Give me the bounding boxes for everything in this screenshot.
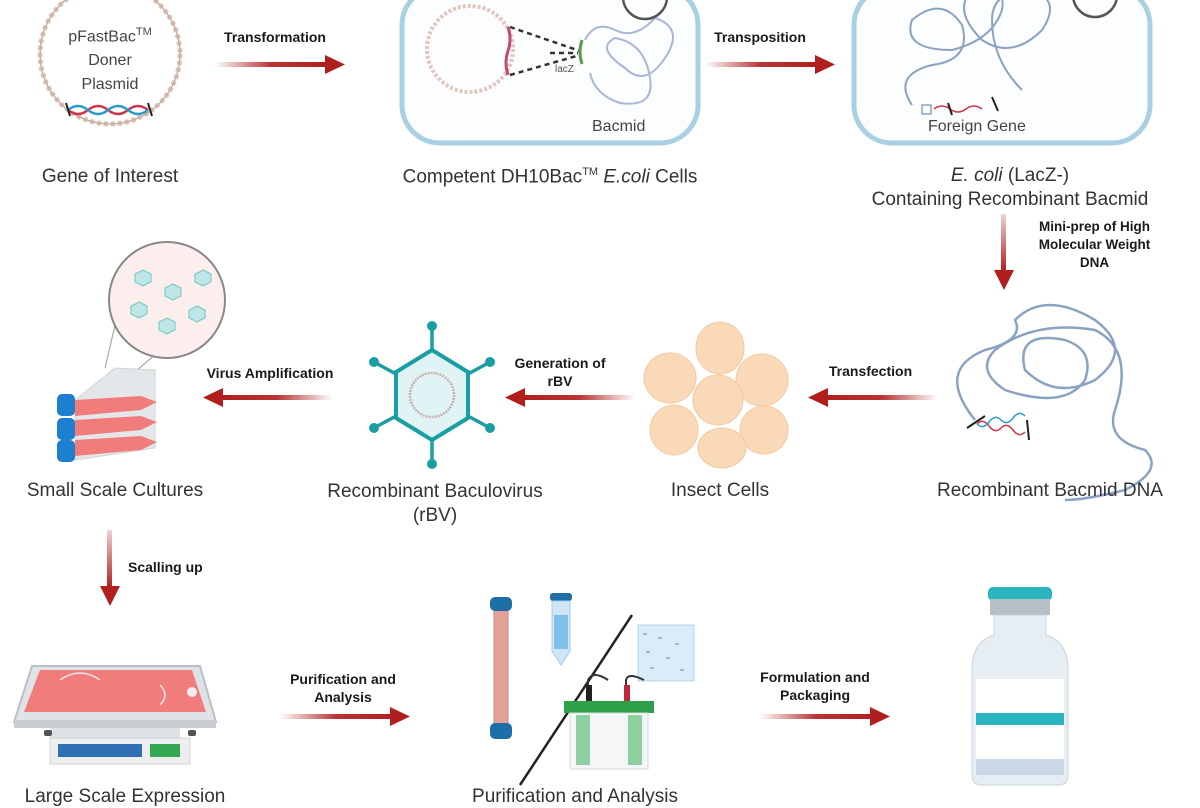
step-generation-rbv: Generation of rBV: [505, 354, 615, 390]
insect-cells-caption: Insect Cells: [670, 480, 770, 501]
gene-of-interest-caption: Gene of Interest: [41, 166, 179, 187]
generation-line2: rBV: [547, 373, 573, 389]
arrow-right-icon: [280, 707, 410, 726]
ecoli-cell-icon: [851, 0, 1153, 146]
caption-italic: E. coli: [950, 165, 1003, 186]
arrow-left-icon: [808, 388, 938, 407]
baculovirus-icon: [369, 321, 495, 469]
caption-line2: Containing Recombinant Bacmid: [871, 189, 1149, 210]
lacz-label: lacZ: [555, 64, 574, 75]
formulation-line1: Formulation and: [760, 669, 870, 685]
purification-analysis-caption: Purification and Analysis: [472, 786, 678, 807]
small-scale-cultures-caption: Small Scale Cultures: [26, 480, 204, 501]
step-scaling-up: Scalling up: [128, 559, 203, 575]
donor-plasmid-icon: [37, 0, 183, 127]
step-transformation: Transformation: [224, 29, 326, 45]
vial-icon: [971, 587, 1069, 786]
culture-flasks-icon: [57, 241, 226, 462]
recombinant-bacmid-dna-caption: Recombinant Bacmid DNA: [937, 480, 1163, 501]
formulation-line2: Packaging: [779, 687, 851, 703]
large-scale-expression-caption: Large Scale Expression: [24, 786, 226, 807]
caption-line1: Recombinant Baculovirus: [327, 481, 543, 502]
step-formulation: Formulation and Packaging: [735, 668, 895, 704]
step-miniprep: Mini-prep of High Molecular Weight DNA: [1012, 218, 1177, 272]
arrow-down-icon: [994, 214, 1014, 290]
plasmid-label: pFastBacTM Doner Plasmid: [40, 20, 180, 97]
ecoli-cell-icon: [399, 0, 701, 146]
caption-line2: (rBV): [412, 505, 458, 526]
bioreactor-icon: [12, 665, 218, 765]
miniprep-line2: Molecular Weight: [1038, 237, 1151, 252]
caption-line1-suffix: (LacZ-): [1002, 165, 1070, 186]
arrow-left-icon: [203, 388, 333, 407]
plasmid-label-line3: Plasmid: [81, 76, 139, 94]
purification-equipment-icon: [490, 593, 695, 786]
caption-italic: E.coli: [603, 166, 650, 188]
miniprep-line3: DNA: [1079, 255, 1110, 270]
step-virus-amplification: Virus Amplification: [206, 365, 334, 381]
purification-line2: Analysis: [314, 689, 372, 705]
arrow-right-icon: [705, 55, 835, 74]
step-transfection: Transfection: [828, 363, 913, 379]
miniprep-line1: Mini-prep of High: [1039, 219, 1150, 234]
plasmid-label-line1: pFastBac: [68, 28, 136, 46]
caption-suffix: Cells: [649, 166, 698, 188]
plasmid-label-line2: Doner: [88, 52, 132, 70]
trademark: TM: [582, 166, 599, 178]
step-purification: Purification and Analysis: [268, 670, 418, 706]
competent-cells-caption: Competent DH10BacTM E.coli Cells: [360, 166, 740, 188]
recombinant-baculovirus-caption: Recombinant Baculovirus (rBV): [300, 480, 570, 528]
arrow-down-icon: [100, 530, 120, 606]
bacmid-label: Bacmid: [592, 118, 646, 135]
arrow-right-icon: [760, 707, 890, 726]
purification-line1: Purification and: [290, 671, 396, 687]
step-transposition: Transposition: [714, 29, 806, 45]
bacmid-dna-icon: [955, 303, 1153, 502]
foreign-gene-label: Foreign Gene: [928, 118, 1026, 135]
caption-prefix: Competent DH10Bac: [402, 166, 583, 188]
insect-cells-icon: [643, 321, 789, 469]
arrow-right-icon: [215, 55, 345, 74]
recombinant-ecoli-caption: E. coli (LacZ-) Containing Recombinant B…: [830, 164, 1190, 212]
generation-line1: Generation of: [514, 355, 606, 371]
trademark: TM: [135, 26, 152, 38]
arrow-left-icon: [505, 388, 635, 407]
